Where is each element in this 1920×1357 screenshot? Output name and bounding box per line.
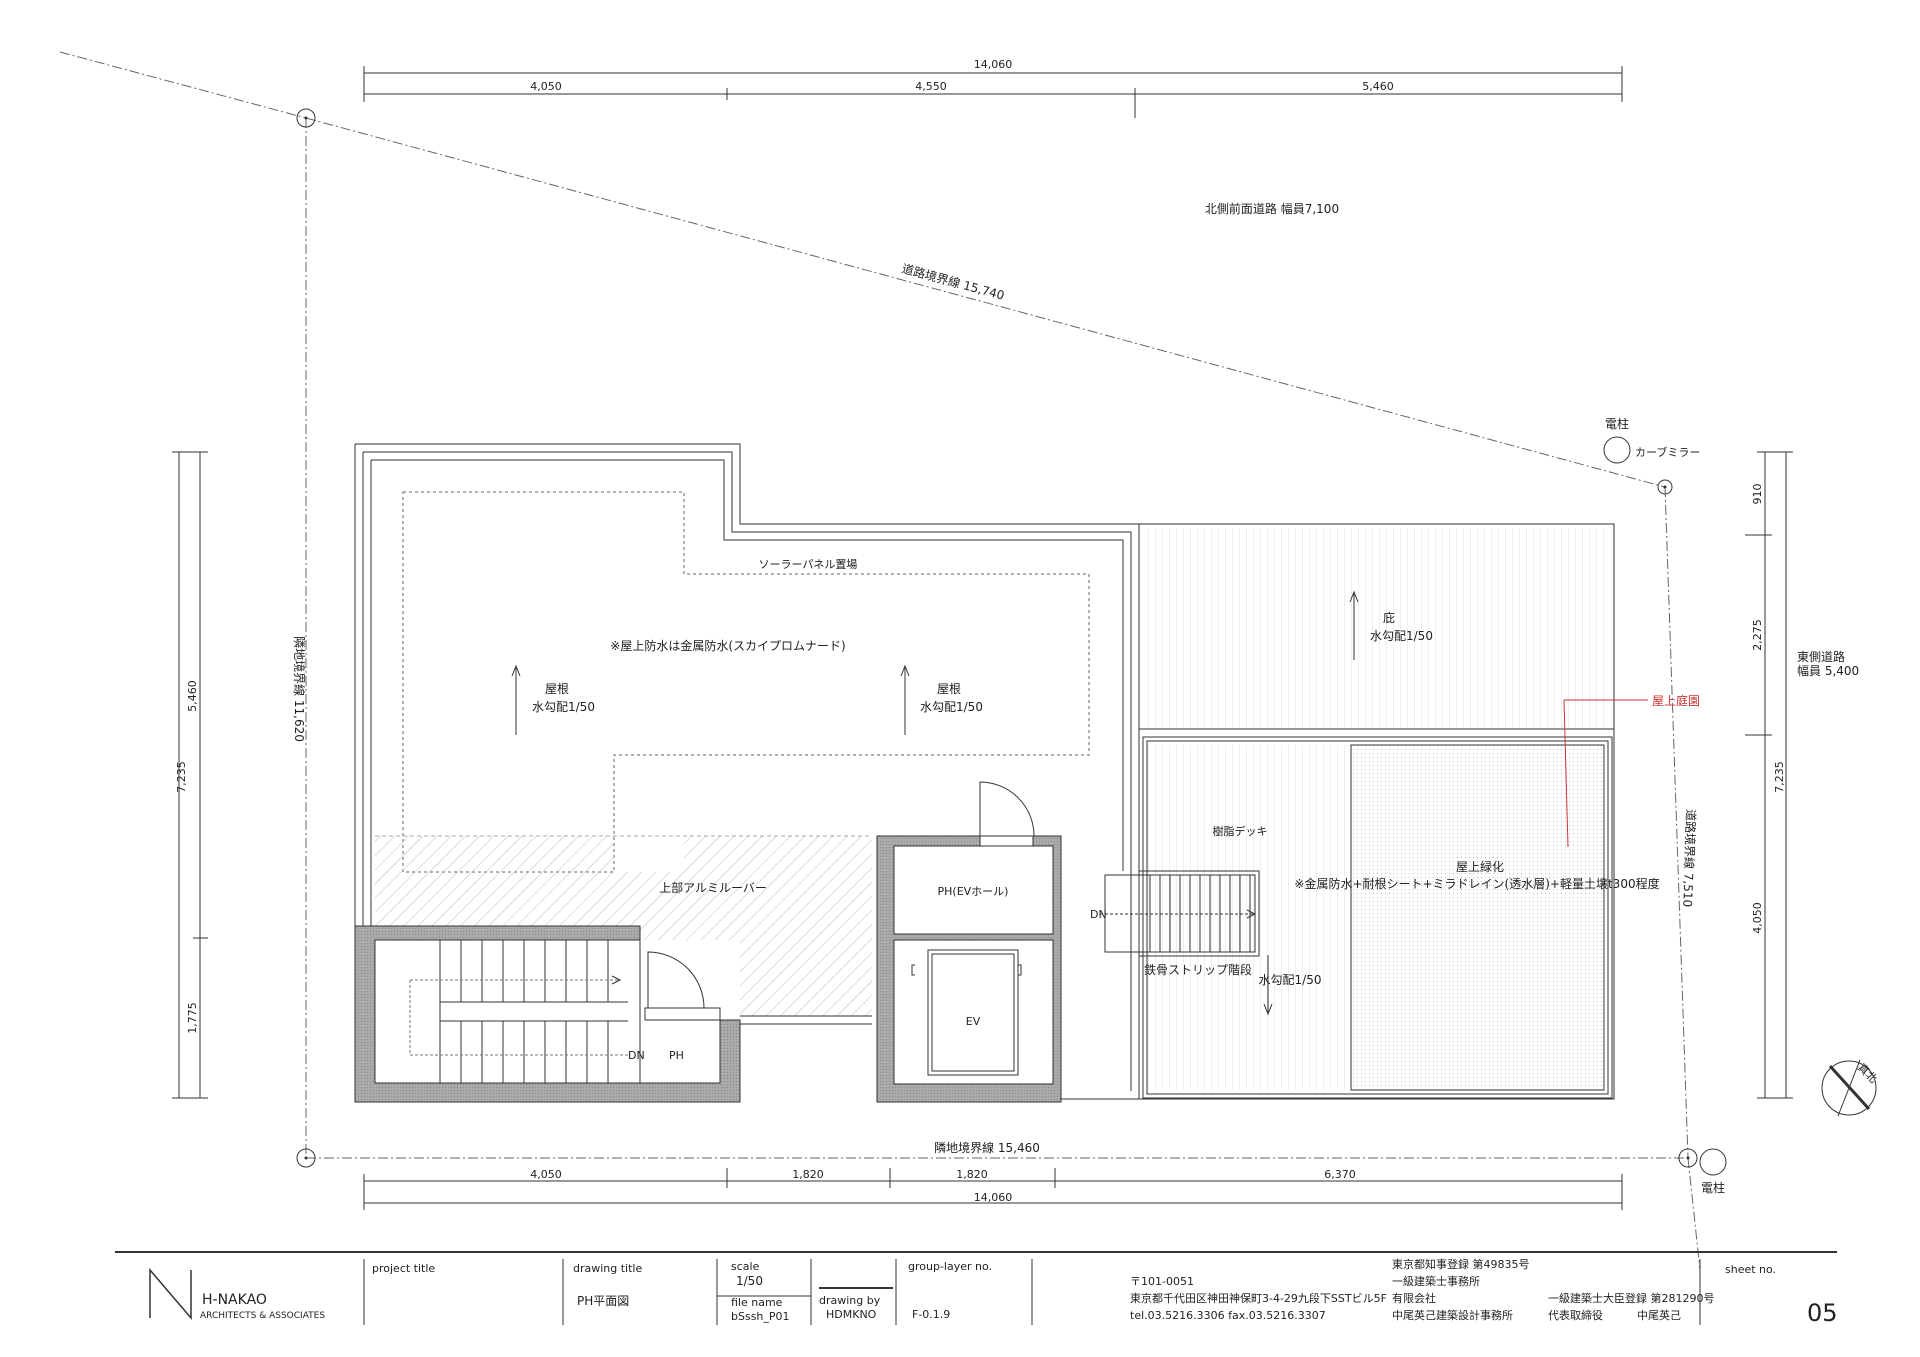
drawing-title: PH平面図 xyxy=(577,1294,629,1308)
ev-core xyxy=(876,781,1062,1103)
resin-deck-label: 樹脂デッキ xyxy=(1213,824,1268,838)
waterproof-note: ※屋上防水は金属防水(スカイプロムナード) xyxy=(610,638,845,653)
office-address: 東京都千代田区神田神保町3-4-29九段下SSTビル5F xyxy=(1130,1291,1387,1305)
scale-value: 1/50 xyxy=(736,1274,763,1288)
eaves-area xyxy=(1143,528,1610,729)
building-outline xyxy=(354,443,1615,1100)
dim-top-seg-2: 4,550 xyxy=(915,80,947,93)
title-block-frame xyxy=(115,1251,1837,1325)
logo-name: H-NAKAO xyxy=(202,1292,267,1308)
dim-bottom-seg-4: 6,370 xyxy=(1324,1168,1356,1181)
ev-label: EV xyxy=(966,1015,981,1028)
group-layer-value: F-0.1.9 xyxy=(912,1308,950,1321)
architect-registration: 一級建築士大臣登録 第281290号 xyxy=(1548,1291,1715,1305)
dimension-right xyxy=(1745,451,1793,1099)
dim-right-seg-1: 910 xyxy=(1751,484,1764,505)
file-name-value: bSssh_P01 xyxy=(731,1310,790,1323)
corner-marker-nw xyxy=(296,108,316,128)
dim-top-seg-1: 4,050 xyxy=(530,80,562,93)
north-arrow xyxy=(1821,1059,1877,1117)
drawing-title-label: drawing title xyxy=(573,1262,642,1275)
dim-left-inner-top: 5,460 xyxy=(186,680,199,712)
dim-top-seg-3: 5,460 xyxy=(1362,80,1394,93)
dim-bottom-seg-3: 1,820 xyxy=(956,1168,988,1181)
logo-subtitle: ARCHITECTS & ASSOCIATES xyxy=(200,1311,325,1321)
roof-left-slope: 水勾配1/50 xyxy=(532,700,595,714)
dim-bottom-total: 14,060 xyxy=(974,1191,1013,1204)
ph-left-label: PH xyxy=(669,1049,684,1062)
office-phone: tel.03.5216.3306 fax.03.5216.3307 xyxy=(1130,1309,1326,1322)
eaves-slope: 水勾配1/50 xyxy=(1370,629,1433,643)
logo-icon xyxy=(149,1267,192,1321)
road-boundary-top-label: 道路境界線 15,740 xyxy=(900,261,1006,303)
representative-name: 中尾英己 xyxy=(1637,1308,1681,1322)
eaves-label: 庇 xyxy=(1383,610,1395,625)
rooftop-green-label: 屋上緑化 xyxy=(1456,859,1504,874)
east-road-label: 東側道路 xyxy=(1797,649,1845,664)
adjacent-boundary-left-label: 隣地境界線 11,620 xyxy=(292,636,307,742)
dimension-left xyxy=(172,451,208,1099)
utility-pole-bottom-label: 電柱 xyxy=(1701,1180,1725,1195)
curve-mirror-label: カーブミラー xyxy=(1635,445,1700,459)
east-road-width: 幅員 5,400 xyxy=(1797,663,1859,678)
dim-right-outer: 7,235 xyxy=(1773,761,1786,793)
roof-left-label: 屋根 xyxy=(545,682,569,696)
steel-stair xyxy=(1100,870,1260,957)
louver-label: 上部アルミルーバー xyxy=(659,880,767,895)
company-type: 有限会社 xyxy=(1392,1291,1436,1305)
deck-slope-label: 水勾配1/50 xyxy=(1259,973,1322,987)
sheet-no-label: sheet no. xyxy=(1725,1263,1776,1276)
tokyo-registration: 東京都知事登録 第49835号 xyxy=(1392,1257,1530,1271)
dim-bottom-seg-1: 4,050 xyxy=(530,1168,562,1181)
dim-bottom-seg-2: 1,820 xyxy=(792,1168,824,1181)
rooftop-garden-leader xyxy=(1563,699,1569,848)
drawing-by-value: HDMKNO xyxy=(826,1308,877,1321)
utility-pole-icon xyxy=(1699,1148,1727,1176)
roof-right-slope: 水勾配1/50 xyxy=(920,700,983,714)
sheet-number: 05 xyxy=(1807,1299,1838,1327)
steel-stair-label: 鉄骨ストリップ階段 xyxy=(1144,962,1252,977)
dim-right-seg-3: 4,050 xyxy=(1751,902,1764,934)
north-road-label: 北側前面道路 幅員7,100 xyxy=(1205,201,1339,216)
postal-code: 〒101-0051 xyxy=(1130,1275,1194,1288)
rooftop-green-area xyxy=(1350,744,1605,1091)
scale-label: scale xyxy=(731,1260,760,1273)
office-type: 一級建築士事務所 xyxy=(1392,1274,1480,1288)
dim-left-outer: 7,235 xyxy=(175,761,188,793)
dim-right-seg-2: 2,275 xyxy=(1751,619,1764,651)
dim-left-inner-bottom: 1,775 xyxy=(186,1002,199,1034)
ph-ev-hall-label: PH(EVホール) xyxy=(938,885,1009,898)
utility-pole-icon xyxy=(1603,436,1631,464)
dimension-top xyxy=(363,66,1623,118)
group-layer-label: group-layer no. xyxy=(908,1260,992,1273)
solar-panel-area xyxy=(402,491,1090,873)
rooftop-green-spec: ※金属防水+耐根シート+ミラドレイン(透水層)+軽量土壌t300程度 xyxy=(1294,876,1659,891)
representative-title: 代表取締役 xyxy=(1548,1308,1603,1322)
dn-right-label: DN xyxy=(1090,908,1107,921)
corner-marker-se xyxy=(1678,1148,1698,1168)
drawing-by-label: drawing by xyxy=(819,1294,881,1307)
project-title-label: project title xyxy=(372,1262,435,1275)
solar-panel-label: ソーラーパネル置場 xyxy=(759,558,858,571)
dimension-bottom xyxy=(363,1168,1623,1210)
file-name-label: file name xyxy=(731,1296,783,1309)
corner-marker-sw xyxy=(296,1148,316,1168)
company-name: 中尾英己建築設計事務所 xyxy=(1392,1308,1513,1322)
road-boundary-right-label: 道路境界線 7,510 xyxy=(1680,809,1698,908)
slope-arrows xyxy=(511,590,1359,1016)
rooftop-garden-label: 屋上庭園 xyxy=(1652,693,1700,708)
utility-pole-top-label: 電柱 xyxy=(1605,416,1629,431)
corner-marker-ne xyxy=(1657,479,1673,495)
dn-left-label: DN xyxy=(628,1049,645,1062)
dim-top-total: 14,060 xyxy=(974,58,1013,71)
left-ph-stair xyxy=(354,925,741,1103)
adjacent-boundary-bottom-label: 隣地境界線 15,460 xyxy=(934,1140,1040,1155)
roof-right-label: 屋根 xyxy=(937,682,961,696)
